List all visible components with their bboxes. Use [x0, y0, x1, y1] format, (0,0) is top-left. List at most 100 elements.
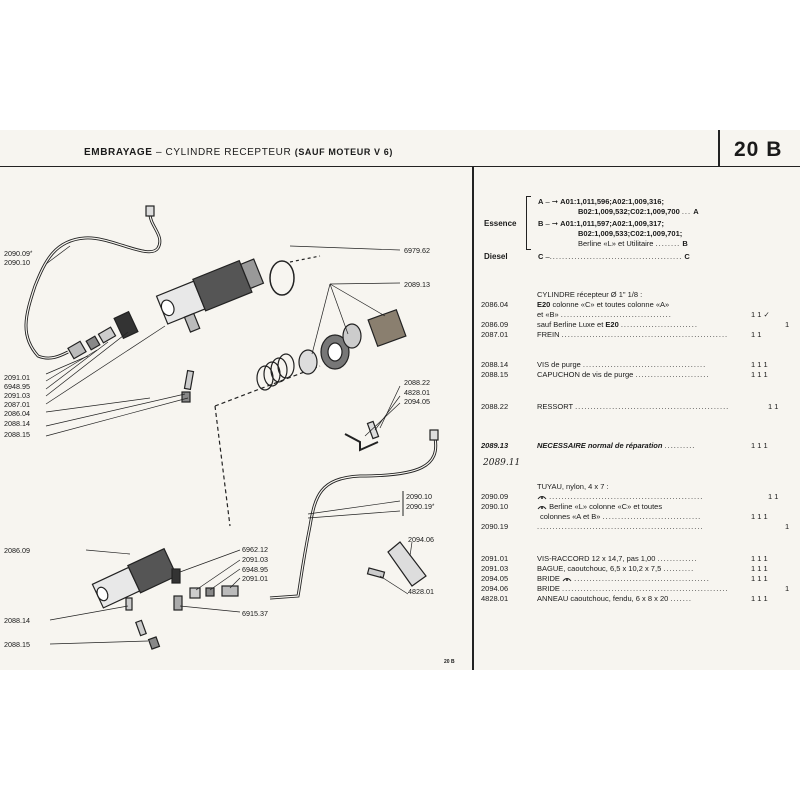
callout-2089-13: 2089.13 — [404, 280, 430, 289]
part-qty: 1 1 1 — [751, 370, 768, 379]
part-desc: FREIN ..................................… — [537, 330, 729, 339]
callout-2091-01: 2091.01 — [4, 373, 30, 382]
part-desc: ........................................… — [537, 492, 703, 501]
callout-2087-01: 2087.01 — [4, 400, 30, 409]
part-desc: E20 colonne «C» et toutes colonne «A» — [537, 300, 670, 309]
callout-6948-95: 6948.95 — [4, 382, 30, 391]
callout-2091-01-lower: 2091.01 — [242, 574, 268, 583]
bleed-cap — [181, 391, 191, 403]
callout-2090-10: 2090.10 — [4, 258, 30, 267]
part-desc: BRIDE ..................................… — [537, 584, 729, 593]
part-desc: BRIDE ..................................… — [537, 574, 710, 583]
part-ref: 2090.19 — [481, 522, 509, 531]
part-ref: 2091.01 — [481, 554, 509, 563]
callout-6915-37: 6915.37 — [242, 609, 268, 618]
part-desc-cont: colonnes «A et B» ......................… — [540, 512, 702, 521]
part-ref: 2086.09 — [481, 320, 509, 329]
fitting-screw — [97, 326, 117, 344]
part-group-tuyau: TUYAU, nylon, 4 x 7 : — [537, 482, 609, 491]
ring-4828-01 — [366, 567, 386, 579]
part-desc: BAGUE, caoutchouc, 6,5 x 10,2 x 7,5 ....… — [537, 564, 695, 573]
part-desc: ........................................… — [537, 522, 704, 531]
title-separator: – — [152, 147, 166, 158]
title-sub: CYLINDRE RECEPTEUR — [165, 147, 292, 158]
part-qty: 1 1 1 — [751, 512, 768, 521]
legend-row-c: C –.....................................… — [538, 252, 690, 261]
callout-2086-09: 2086.09 — [4, 546, 30, 555]
column-divider — [472, 166, 474, 670]
part-qty: 1 1 1 — [751, 360, 768, 369]
part-ref: 2091.03 — [481, 564, 509, 573]
callout-2091-03: 2091.03 — [4, 391, 30, 400]
fitting-nut — [67, 340, 87, 360]
tube-bend-icon — [537, 496, 547, 500]
part-ref: 2086.04 — [481, 300, 509, 309]
part-ref: 2088.14 — [481, 360, 509, 369]
part-desc: CAPUCHON de vis de purge ...............… — [537, 370, 710, 379]
part-ref: 4828.01 — [481, 594, 509, 603]
callout-2088-14-lower: 2088.14 — [4, 616, 30, 625]
page-title: EMBRAYAGE – CYLINDRE RECEPTEUR (SAUF MOT… — [84, 147, 393, 158]
callout-6948-95-lower: 6948.95 — [242, 565, 268, 574]
hose-upper — [24, 213, 162, 360]
part-qty: 1 1 1 — [751, 441, 768, 450]
handwritten-note: 2089.11 — [483, 458, 521, 468]
title-main: EMBRAYAGE — [84, 147, 153, 158]
callout-2088-22: 2088.22 — [404, 378, 430, 387]
part-qty: 1 — [785, 584, 790, 593]
part-ref: 2088.22 — [481, 402, 509, 411]
callout-2091-03-lower: 2091.03 — [242, 555, 268, 564]
part-ref: 2090.10 — [481, 502, 509, 511]
part-qty: 1 1 1 — [751, 574, 768, 583]
return-spring — [256, 353, 295, 391]
callout-2090-09: 2090.09* — [4, 249, 33, 258]
part-qty: 1 1 1 — [751, 594, 768, 603]
fitting-ring — [85, 335, 101, 351]
lower-clip — [171, 568, 181, 584]
legend-row-b2: B02:1,009,533;C02:1,009,701; — [578, 229, 683, 238]
receiver-cylinder — [155, 258, 265, 333]
bleed-screw — [183, 369, 195, 391]
callout-2086-04: 2086.04 — [4, 409, 30, 418]
part-ref: 2088.15 — [481, 370, 509, 379]
part-qty: 1 1 1 — [751, 554, 768, 563]
legend-bracket — [526, 196, 531, 250]
part-qty: 1 — [785, 320, 790, 329]
title-qualifier: (SAUF MOTEUR V 6) — [294, 147, 393, 157]
bracket-2094-05 — [344, 433, 379, 452]
tube-bend-icon — [537, 506, 547, 510]
kit-seal-small — [298, 349, 318, 375]
tube-bend-icon — [562, 578, 572, 582]
callout-6979-62: 6979.62 — [404, 246, 430, 255]
part-ref: 2089.13 — [481, 441, 509, 450]
kit-boot — [367, 308, 407, 348]
callout-2094-06: 2094.06 — [408, 535, 434, 544]
pin-2088-22 — [366, 420, 380, 440]
exploded-diagram — [24, 205, 439, 650]
page-number: 20 B — [734, 138, 783, 161]
part-desc: VIS de purge ...........................… — [537, 360, 707, 369]
legend-diesel: Diesel — [484, 252, 508, 261]
footer-page-ref: 20 B — [444, 659, 455, 665]
callout-2088-15-lower: 2088.15 — [4, 640, 30, 649]
legend-row-b: B – ➞ A01:1,011,597;A02:1,009,317; — [538, 219, 664, 228]
part-qty: 1 — [785, 522, 790, 531]
part-ref: 2087.01 — [481, 330, 509, 339]
part-desc: VIS-RACCORD 12 x 14,7, pas 1,00 ........… — [537, 554, 698, 563]
part-desc: ANNEAU caoutchouc, fendu, 6 x 8 x 20 ...… — [537, 594, 693, 603]
legend-row-a: A – ➞ A01:1,011,596;A02:1,009,316; — [538, 197, 664, 206]
receiver-cylinder-lower — [91, 547, 178, 609]
part-desc: RESSORT ................................… — [537, 402, 730, 411]
callout-2090-19: 2090.19* — [406, 502, 435, 511]
page-header: EMBRAYAGE – CYLINDRE RECEPTEUR (SAUF MOT… — [0, 130, 800, 167]
part-desc: NECESSAIRE normal de réparation ........… — [537, 441, 696, 450]
bracket-2094-06 — [387, 541, 427, 587]
part-qty: 1 1 1 — [751, 564, 768, 573]
part-desc: sauf Berline Luxe et E20 ...............… — [537, 320, 698, 329]
callout-2090-10-lower: 2090.10 — [406, 492, 432, 501]
part-group-cylindre: CYLINDRE récepteur Ø 1" 1/8 : — [537, 290, 643, 299]
part-desc-cont: et «B» .................................… — [537, 310, 672, 319]
part-desc: Berline «L» colonne «C» et toutes — [537, 502, 662, 511]
legend-row-b3: Berline «L» et Utilitaire ........ B — [578, 239, 688, 248]
legend-essence: Essence — [484, 219, 517, 228]
